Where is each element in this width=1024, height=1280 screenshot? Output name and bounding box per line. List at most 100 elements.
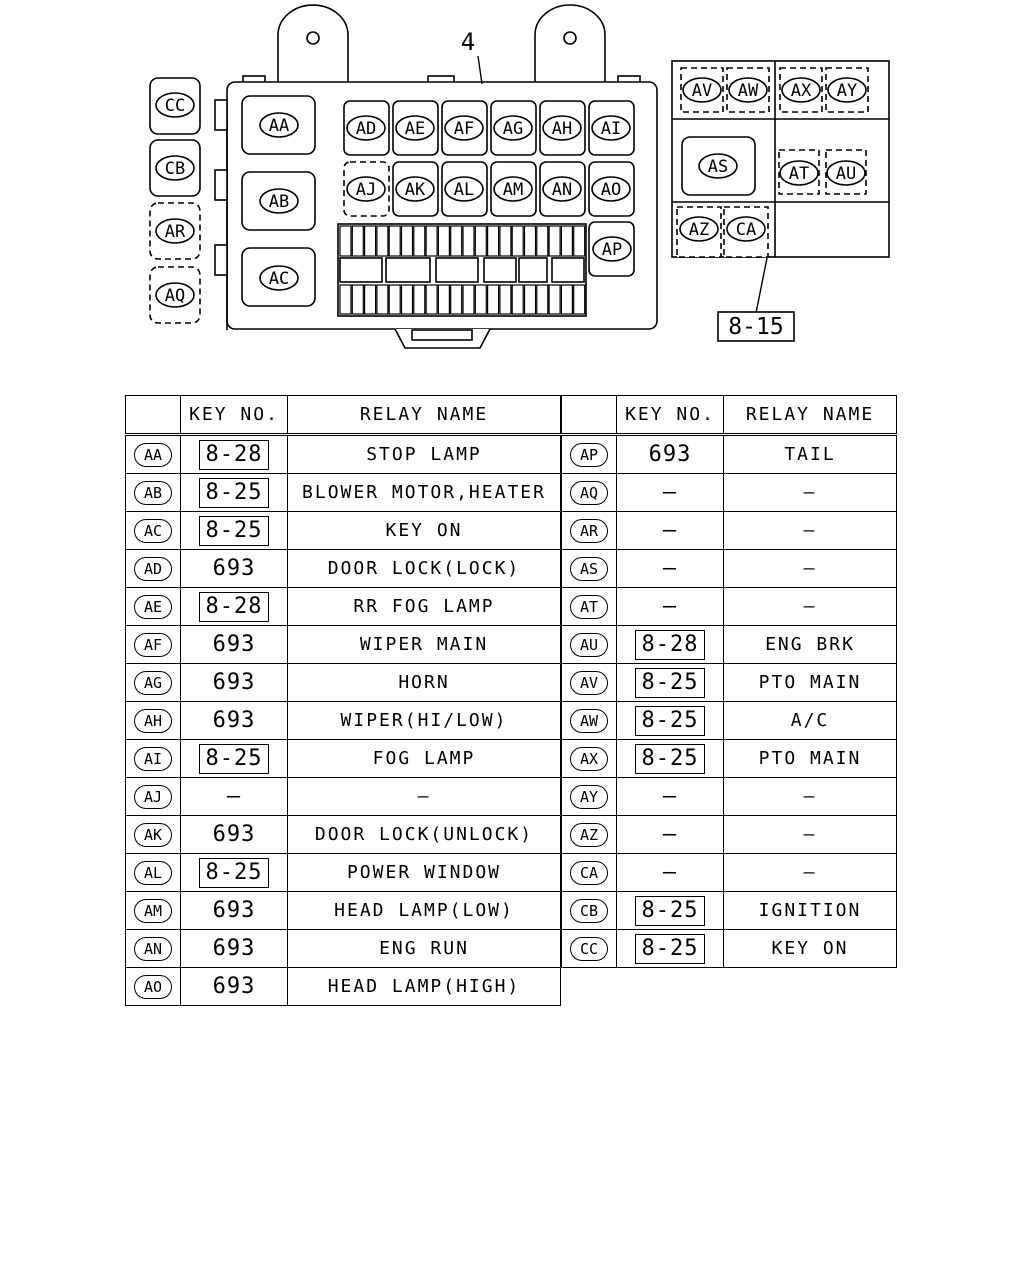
key-no-cell: 8-25 bbox=[180, 473, 288, 512]
relay-name: A/C bbox=[723, 701, 897, 740]
relay-id-oval: AX bbox=[570, 746, 608, 771]
relay-id-oval: AV bbox=[570, 670, 608, 695]
key-no-cell: 693 bbox=[180, 929, 288, 968]
reference-box bbox=[717, 311, 795, 342]
relay-label-ah: AH bbox=[542, 115, 582, 141]
fuse-slot bbox=[450, 284, 463, 315]
fuse-slot bbox=[511, 225, 524, 257]
svg-text:AC: AC bbox=[269, 269, 289, 289]
relay-id-cell: AW bbox=[561, 701, 617, 740]
key-no-cell: 8-25 bbox=[616, 701, 724, 740]
key-no: 8-25 bbox=[634, 667, 706, 698]
relay-id-oval: AI bbox=[134, 746, 172, 771]
relay-id-oval: AB bbox=[134, 480, 172, 505]
relay-label-af: AF bbox=[444, 115, 484, 141]
key-no-cell: — bbox=[616, 549, 724, 588]
svg-text:CA: CA bbox=[736, 220, 756, 240]
relay-id-cell: AF bbox=[125, 625, 181, 664]
svg-text:AH: AH bbox=[552, 119, 572, 139]
fuse-slot bbox=[376, 284, 389, 315]
relay-id-cell: AR bbox=[561, 511, 617, 550]
relay-label-al: AL bbox=[444, 176, 484, 202]
header-key-no: KEY NO. bbox=[616, 395, 724, 436]
fuse-slot bbox=[400, 225, 414, 257]
key-no-cell: 693 bbox=[180, 701, 288, 740]
relay-id-cell: AJ bbox=[125, 777, 181, 816]
fuse-slot bbox=[339, 284, 352, 315]
relay-label-aw: AW bbox=[728, 77, 768, 103]
key-no-cell: 8-25 bbox=[616, 929, 724, 968]
relay-label-au: AU bbox=[826, 160, 866, 186]
relay-name: — bbox=[723, 473, 897, 512]
relay-id-oval: AY bbox=[570, 784, 608, 809]
relay-id-oval: AE bbox=[134, 594, 172, 619]
key-no-cell: 693 bbox=[616, 434, 724, 474]
relay-label-ay: AY bbox=[827, 77, 867, 103]
relay-id-cell: AT bbox=[561, 587, 617, 626]
relay-id-cell: AB bbox=[125, 473, 181, 512]
fuse-slot bbox=[388, 225, 401, 257]
relay-name: HEAD LAMP(HIGH) bbox=[287, 967, 561, 1006]
header-relay-name: RELAY NAME bbox=[287, 395, 561, 436]
svg-text:AF: AF bbox=[454, 119, 474, 139]
key-no-cell: 8-28 bbox=[616, 625, 724, 664]
fuse-slot bbox=[499, 284, 512, 315]
relay-name: PTO MAIN bbox=[723, 739, 897, 778]
fuse-slot bbox=[573, 225, 586, 257]
relay-id-oval: AQ bbox=[570, 480, 608, 505]
relay-id-oval: AU bbox=[570, 632, 608, 657]
key-no: 693 bbox=[212, 974, 256, 999]
key-no-cell: 8-25 bbox=[180, 739, 288, 778]
relay-id-cell: AC bbox=[125, 511, 181, 550]
key-no-cell: 8-25 bbox=[180, 511, 288, 550]
fuse-slot bbox=[573, 284, 586, 315]
fuse-slot bbox=[499, 225, 512, 257]
svg-text:AR: AR bbox=[165, 222, 186, 242]
relay-id-oval: AD bbox=[134, 556, 172, 581]
relay-name: IGNITION bbox=[723, 891, 897, 930]
relay-label-am: AM bbox=[493, 176, 533, 202]
relay-label-ax: AX bbox=[781, 77, 821, 103]
key-no-cell: 693 bbox=[180, 815, 288, 854]
fuse-slot bbox=[462, 284, 475, 315]
key-no: 693 bbox=[648, 442, 692, 467]
svg-text:AP: AP bbox=[602, 240, 622, 260]
svg-text:CC: CC bbox=[165, 96, 185, 116]
key-no-cell: 693 bbox=[180, 663, 288, 702]
relay-id-oval: AZ bbox=[570, 822, 608, 847]
relay-name: STOP LAMP bbox=[287, 434, 561, 474]
key-no: 693 bbox=[212, 898, 256, 923]
fuse-slot bbox=[413, 225, 426, 257]
relay-name: POWER WINDOW bbox=[287, 853, 561, 892]
relay-id-cell: AD bbox=[125, 549, 181, 588]
relay-label-ap: AP bbox=[592, 236, 632, 262]
relay-id-cell: AQ bbox=[561, 473, 617, 512]
relay-id-cell: AO bbox=[125, 967, 181, 1006]
fuse-slot bbox=[548, 284, 561, 315]
key-no: — bbox=[662, 860, 678, 885]
relay-id-oval: AM bbox=[134, 898, 172, 923]
callout-4: 4 bbox=[461, 28, 475, 56]
relay-name: — bbox=[723, 777, 897, 816]
key-no: 693 bbox=[212, 670, 256, 695]
relay-id-cell: AX bbox=[561, 739, 617, 778]
relay-name: PTO MAIN bbox=[723, 663, 897, 702]
fuse-slot bbox=[560, 284, 574, 315]
relay-label-ai: AI bbox=[591, 115, 631, 141]
relay-id-cell: CB bbox=[561, 891, 617, 930]
relay-id-oval: AG bbox=[134, 670, 172, 695]
fuse-slot bbox=[364, 284, 377, 315]
table-row: AQ — — bbox=[561, 473, 897, 512]
key-no-cell: 693 bbox=[180, 625, 288, 664]
key-no: — bbox=[662, 480, 678, 505]
relay-id-cell: AN bbox=[125, 929, 181, 968]
relay-label-az: AZ bbox=[679, 216, 719, 242]
key-no: 693 bbox=[212, 556, 256, 581]
